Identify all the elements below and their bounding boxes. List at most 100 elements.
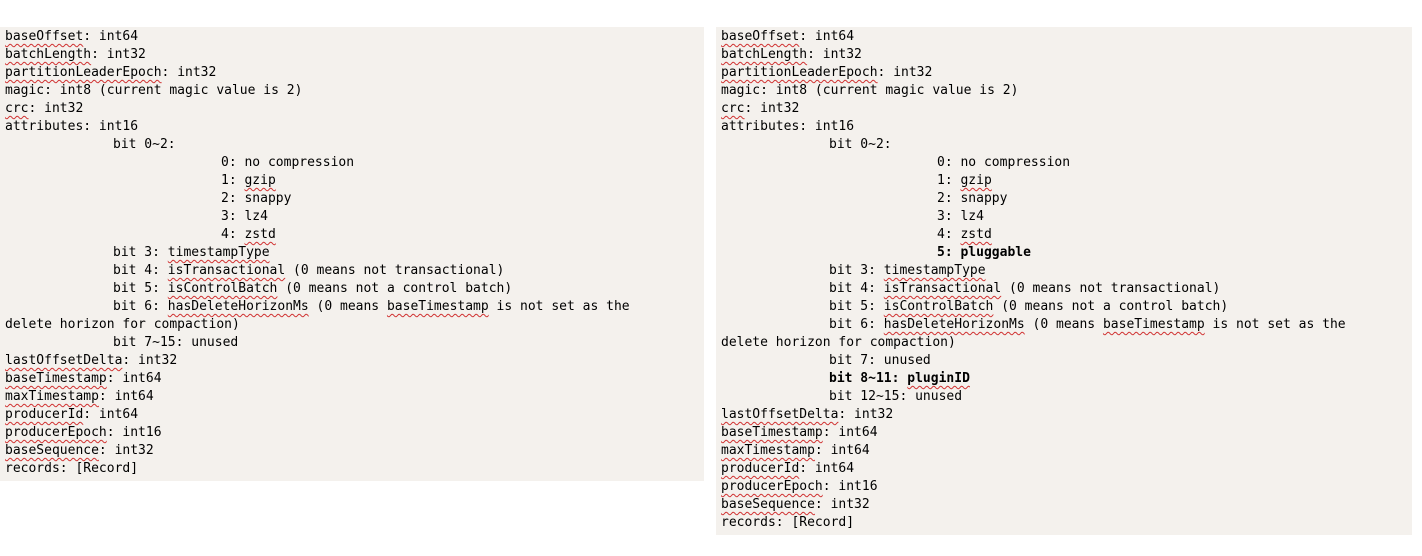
line-text: 0: no compression bbox=[937, 155, 1071, 170]
schema-line: baseSequence: int32 bbox=[5, 442, 704, 460]
spellcheck-flagged-word: baseSequence bbox=[721, 497, 815, 512]
spellcheck-flagged-word: baseTimestamp bbox=[5, 371, 107, 386]
line-text: bit 5: bbox=[113, 281, 168, 296]
schema-line: attributes: int16 bbox=[5, 118, 704, 136]
line-text: (0 means not transactional) bbox=[1001, 281, 1221, 296]
schema-line: magic: int8 (current magic value is 2) bbox=[5, 82, 704, 100]
line-text: bit 0~2: bbox=[113, 137, 176, 152]
schema-line: bit 5: isControlBatch (0 means not a con… bbox=[721, 298, 1412, 316]
schema-line: maxTimestamp: int64 bbox=[5, 388, 704, 406]
line-text: records: [Record] bbox=[5, 461, 139, 476]
spellcheck-flagged-word: timestampType bbox=[883, 263, 986, 278]
spellcheck-flagged-word: crc bbox=[5, 101, 29, 116]
schema-line: 4: zstd bbox=[5, 226, 704, 244]
schema-line: crc: int32 bbox=[721, 100, 1412, 118]
line-text: : int64 bbox=[822, 425, 878, 440]
line-text: : int32 bbox=[122, 353, 178, 368]
spellcheck-flagged-word: lastOffsetDelta bbox=[721, 407, 839, 422]
line-text: : int32 bbox=[28, 101, 84, 116]
line-text: records: [Record] bbox=[721, 515, 855, 530]
spellcheck-flagged-word: timestampType bbox=[167, 245, 270, 260]
schema-line: producerEpoch: int16 bbox=[721, 478, 1412, 496]
spellcheck-flagged-word: baseOffset bbox=[5, 29, 84, 44]
schema-line: baseTimestamp: int64 bbox=[721, 424, 1412, 442]
schema-line: bit 6: hasDeleteHorizonMs (0 means baseT… bbox=[721, 316, 1412, 334]
spellcheck-flagged-word: producerEpoch bbox=[5, 425, 107, 440]
spellcheck-flagged-word: baseTimestamp bbox=[386, 299, 489, 314]
line-text: 5: pluggable bbox=[937, 245, 1031, 260]
schema-line: 4: zstd bbox=[721, 226, 1412, 244]
spellcheck-flagged-word: batchLength bbox=[5, 47, 92, 62]
spellcheck-flagged-word: isTransactional bbox=[883, 281, 1002, 296]
schema-line: 2: snappy bbox=[5, 190, 704, 208]
spellcheck-flagged-word: gzip bbox=[244, 173, 276, 188]
schema-line: bit 12~15: unused bbox=[721, 388, 1412, 406]
line-text: : int16 bbox=[106, 425, 162, 440]
line-text: attributes: int16 bbox=[721, 119, 855, 134]
line-text: : int16 bbox=[822, 479, 878, 494]
schema-line: bit 4: isTransactional (0 means not tran… bbox=[5, 262, 704, 280]
line-text: (0 means not a control batch) bbox=[277, 281, 513, 296]
schema-line: producerId: int64 bbox=[721, 460, 1412, 478]
spellcheck-flagged-word: partitionLeaderEpoch bbox=[5, 65, 162, 80]
schema-line: producerEpoch: int16 bbox=[5, 424, 704, 442]
line-text: : int32 bbox=[877, 65, 933, 80]
spellcheck-flagged-word: baseSequence bbox=[5, 443, 99, 458]
line-text: bit 6: bbox=[113, 299, 168, 314]
schema-line: batchLength: int32 bbox=[721, 46, 1412, 64]
spellcheck-flagged-word: producerId bbox=[5, 407, 84, 422]
spellcheck-flagged-word: zstd bbox=[960, 227, 992, 242]
line-text: 3: lz4 bbox=[221, 209, 268, 224]
schema-line: 0: no compression bbox=[721, 154, 1412, 172]
line-text: 2: snappy bbox=[937, 191, 1008, 206]
line-text: bit 8~11: bbox=[829, 371, 908, 386]
schema-line: crc: int32 bbox=[5, 100, 704, 118]
line-text: 4: bbox=[937, 227, 961, 242]
line-text: delete horizon for compaction) bbox=[5, 317, 240, 332]
spellcheck-flagged-word: producerId bbox=[721, 461, 800, 476]
schema-line: bit 4: isTransactional (0 means not tran… bbox=[721, 280, 1412, 298]
schema-line: bit 5: isControlBatch (0 means not a con… bbox=[5, 280, 704, 298]
schema-line: 3: lz4 bbox=[5, 208, 704, 226]
line-text: magic: int8 (current magic value is 2) bbox=[5, 83, 303, 98]
line-text: magic: int8 (current magic value is 2) bbox=[721, 83, 1019, 98]
schema-line: baseSequence: int32 bbox=[721, 496, 1412, 514]
line-text: : int64 bbox=[799, 29, 855, 44]
line-text: : int64 bbox=[799, 461, 855, 476]
line-text: : int32 bbox=[838, 407, 894, 422]
schema-line: 3: lz4 bbox=[721, 208, 1412, 226]
line-text: bit 3: bbox=[113, 245, 168, 260]
line-text: (0 means not a control batch) bbox=[993, 299, 1229, 314]
spellcheck-flagged-word: hasDeleteHorizonMs bbox=[883, 317, 1025, 332]
schema-line: bit 3: timestampType bbox=[721, 262, 1412, 280]
schema-line: magic: int8 (current magic value is 2) bbox=[721, 82, 1412, 100]
spellcheck-flagged-word: lastOffsetDelta bbox=[5, 353, 123, 368]
schema-line: bit 0~2: bbox=[5, 136, 704, 154]
spellcheck-flagged-word: isControlBatch bbox=[167, 281, 278, 296]
line-text: : int64 bbox=[83, 407, 139, 422]
schema-line: baseOffset: int64 bbox=[5, 28, 704, 46]
spellcheck-flagged-word: baseTimestamp bbox=[1102, 317, 1205, 332]
schema-line: delete horizon for compaction) bbox=[721, 334, 1412, 352]
line-text: 1: bbox=[937, 173, 961, 188]
schema-line: records: [Record] bbox=[721, 514, 1412, 532]
schema-line: 1: gzip bbox=[5, 172, 704, 190]
line-text: : int64 bbox=[98, 389, 154, 404]
schema-line: bit 7~15: unused bbox=[5, 334, 704, 352]
line-text: bit 4: bbox=[829, 281, 884, 296]
spellcheck-flagged-word: isTransactional bbox=[167, 263, 286, 278]
line-text: : int32 bbox=[161, 65, 217, 80]
line-text: : int64 bbox=[83, 29, 139, 44]
line-text: bit 5: bbox=[829, 299, 884, 314]
line-text: is not set as the bbox=[1204, 317, 1346, 332]
schema-line: attributes: int16 bbox=[721, 118, 1412, 136]
line-text: : int64 bbox=[106, 371, 162, 386]
line-text: 4: bbox=[221, 227, 245, 242]
line-text: 2: snappy bbox=[221, 191, 292, 206]
line-text: bit 12~15: unused bbox=[829, 389, 963, 404]
schema-line: bit 3: timestampType bbox=[5, 244, 704, 262]
schema-line: lastOffsetDelta: int32 bbox=[5, 352, 704, 370]
line-text: bit 6: bbox=[829, 317, 884, 332]
line-text: attributes: int16 bbox=[5, 119, 139, 134]
